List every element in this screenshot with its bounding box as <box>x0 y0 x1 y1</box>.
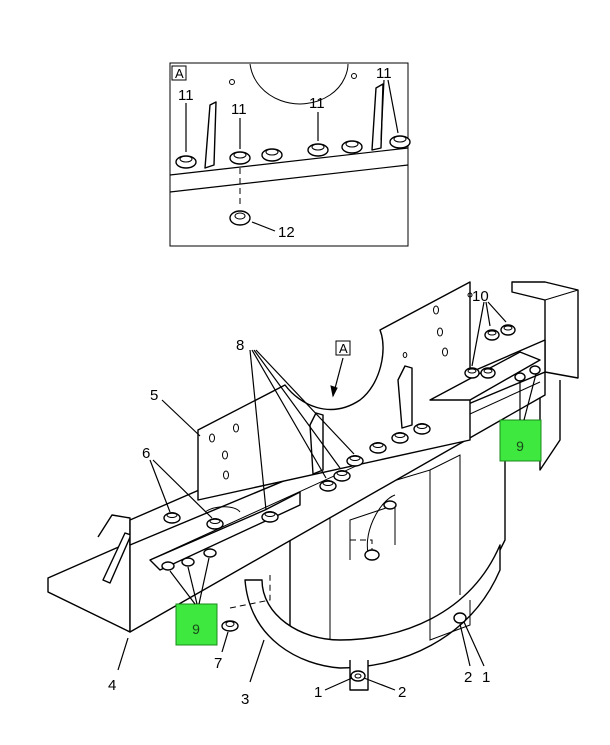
right-end-block <box>511 281 579 379</box>
bolt-icon <box>319 480 337 492</box>
inset-rail-edge <box>169 164 409 193</box>
lower-nut-icon <box>383 500 397 510</box>
bolt-icon <box>333 470 351 482</box>
lower-nut-icon <box>364 549 380 561</box>
left-step-edge <box>47 578 131 633</box>
bolt-icon <box>163 512 181 524</box>
label-11-a: 11 <box>178 87 194 104</box>
label-12: 12 <box>278 224 295 241</box>
bolt-icon <box>484 329 500 341</box>
flange-plate <box>149 491 301 571</box>
bolt-icon <box>389 135 411 149</box>
bolt-icon <box>464 367 480 379</box>
main-view-letter: A <box>339 341 348 356</box>
bolt-icon <box>181 557 195 567</box>
vertical-plate <box>309 412 324 475</box>
leader-lines <box>117 301 537 691</box>
bottom-nut-inner <box>354 673 362 679</box>
bolt-icon <box>175 155 197 169</box>
label-10: 10 <box>472 288 489 305</box>
bolt-icon <box>391 432 409 444</box>
side-nut-icon <box>453 612 467 624</box>
lower-inner-side <box>429 454 461 595</box>
bolt-icon <box>529 365 541 375</box>
label-11-b: 11 <box>231 101 247 118</box>
bolt-icon <box>203 548 217 558</box>
inset-view-letter: A <box>175 66 184 81</box>
leader-11-d2 <box>387 79 399 134</box>
bolt-icon <box>346 455 364 467</box>
highlight-9-right[interactable] <box>499 419 542 462</box>
right-bolts <box>464 324 541 382</box>
bolt-icon <box>413 423 431 435</box>
bracket-holes <box>209 292 473 480</box>
inset-view-box <box>171 65 187 81</box>
left-slot <box>204 506 241 513</box>
inset-hole-left <box>229 79 235 85</box>
rail-bolts <box>261 423 431 523</box>
leader-12 <box>251 221 276 232</box>
bolt-icon <box>341 140 363 154</box>
label-1-right: 1 <box>482 669 490 686</box>
main-assembly: A 9 9 <box>47 281 579 708</box>
label-7: 7 <box>214 655 222 672</box>
label-3: 3 <box>241 691 249 708</box>
bottom-nut-icon <box>350 670 366 682</box>
bolt-icon <box>500 324 516 336</box>
bolt-icon <box>307 143 329 157</box>
label-1-bottom: 1 <box>314 684 322 701</box>
highlight-9-right-text: 9 <box>516 438 524 454</box>
bolt-icon <box>206 518 224 530</box>
label-11-d: 11 <box>376 65 392 82</box>
nut-icon <box>221 620 239 632</box>
side-bracket <box>429 600 471 641</box>
label-4: 4 <box>108 677 116 694</box>
label-5: 5 <box>150 387 158 404</box>
label-6: 6 <box>142 445 150 462</box>
label-8: 8 <box>236 337 244 354</box>
bolt-icon <box>514 372 526 382</box>
mounting-bracket-5 <box>197 281 471 501</box>
bolt-icon <box>161 561 175 571</box>
bolt-icon <box>369 442 387 454</box>
highlight-9-left[interactable] <box>175 603 218 646</box>
bolt-icon <box>261 148 283 162</box>
leader-11-d1 <box>380 79 385 141</box>
inset-bolts <box>175 135 411 169</box>
inset-hole-right <box>351 73 357 79</box>
dashed-line-center <box>350 539 373 550</box>
vertical-plate <box>397 365 413 429</box>
inset-plate-left <box>204 101 217 169</box>
bolt-icon <box>480 367 496 379</box>
left-bolts <box>163 506 241 530</box>
right-end-edge <box>544 289 579 301</box>
left-small-bolts <box>161 548 217 571</box>
nut-icon <box>229 210 251 226</box>
main-view-box <box>335 340 351 356</box>
inset-plate-right <box>371 83 384 151</box>
inset-rail-top <box>169 147 409 176</box>
highlight-9-left-text: 9 <box>192 621 200 637</box>
inset-bracket-cutout <box>249 63 349 105</box>
label-11-c: 11 <box>309 95 325 112</box>
view-arrow-icon <box>330 385 338 398</box>
inset-detail: A 11 11 <box>169 62 411 247</box>
dashed-line-7 <box>229 575 271 609</box>
label-2-bottom: 2 <box>398 684 406 701</box>
label-2-right: 2 <box>464 669 472 686</box>
bolt-icon <box>261 511 279 523</box>
inset-frame <box>169 62 409 247</box>
bolt-icon <box>229 151 251 165</box>
